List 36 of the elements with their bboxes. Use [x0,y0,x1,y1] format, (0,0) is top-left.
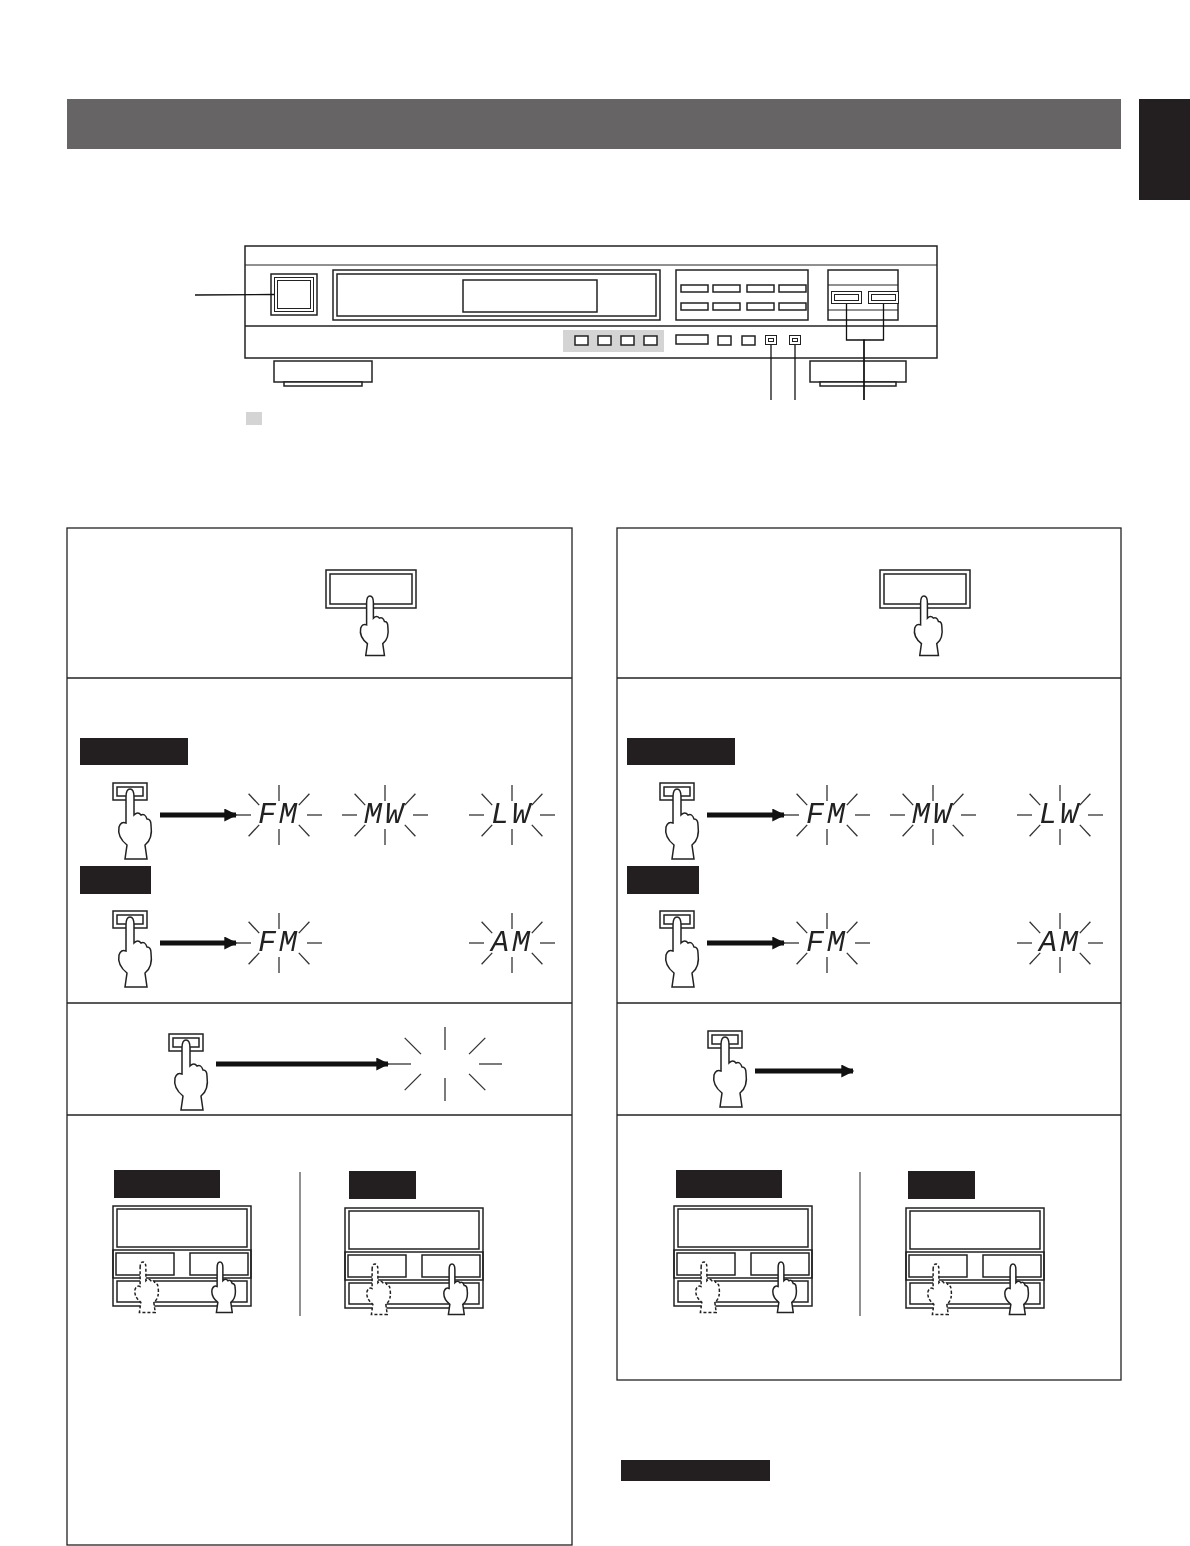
label-bar [80,738,188,765]
arrow [216,1057,390,1071]
front-panel-button [765,335,777,345]
label-bar [621,1460,770,1481]
front-panel-button [274,277,314,312]
label-bar [908,1171,975,1199]
section-tab [1139,99,1190,200]
blinking-band-indicator: FM [784,913,870,973]
arrow [755,1064,855,1078]
label-bar [627,738,735,765]
leader-line [863,303,885,401]
flash-burst-icon [388,1027,502,1101]
label-bar [80,866,151,894]
label-bar [627,866,699,894]
blinking-band-indicator: LW [1017,785,1103,845]
arrow [707,936,786,950]
arrow [160,808,238,822]
front-panel-button [831,291,862,304]
label-bar [114,1170,220,1198]
label-bar [349,1171,416,1199]
arrow [160,936,238,950]
blinking-band-indicator: FM [236,913,322,973]
front-panel-button [868,291,899,304]
leader-line [770,344,772,401]
blinking-band-indicator: FM [236,785,322,845]
blinking-band-indicator: AM [469,913,555,973]
blinking-band-indicator: MW [342,785,428,845]
leader-line [794,344,796,401]
blinking-band-indicator: FM [784,785,870,845]
blinking-band-indicator: AM [1017,913,1103,973]
arrow [707,808,786,822]
leader-line [194,293,275,296]
label-bar [676,1170,782,1198]
blinking-band-indicator: MW [890,785,976,845]
front-panel-button [789,335,801,345]
blinking-band-indicator: LW [469,785,555,845]
